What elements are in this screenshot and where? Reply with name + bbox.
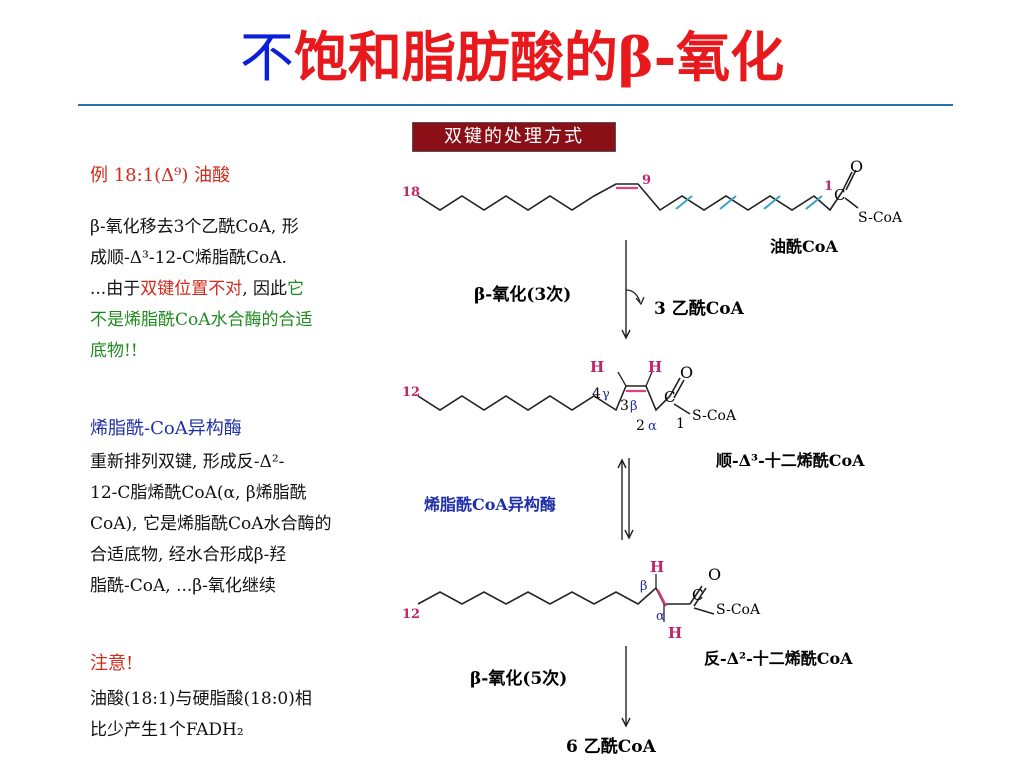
mol2-h1: H [590,358,604,376]
note-heading: 注意! [90,653,134,674]
para1-line2: 成顺-Δ³-12-C烯脂酰CoA. [90,248,287,268]
mol3-double-bond [657,589,667,607]
page-title: 不饱和脂肪酸的β-氧化 [0,22,1024,93]
mol3-c: C [692,586,703,604]
para2-line5: 脂酰-CoA, ...β-氧化继续 [90,576,276,596]
mol2-o: O [680,363,693,382]
step3-label: β-氧化(5次) [470,668,567,689]
step1-product: 3 乙酰CoA [654,298,745,319]
para2: 重新排列双键, 形成反-Δ²- 12-C脂烯酰CoA(α, β烯脂酰 CoA),… [90,447,390,602]
note-line1: 油酸(18:1)与硬脂酸(18:0)相 [90,689,312,709]
para1-line3a: ...由于 [90,279,141,299]
mol1-name: 油酰CoA [770,237,838,256]
note-line2: 比少产生1个FADH₂ [90,720,244,740]
mol3-name: 反-Δ²-十二烯酰CoA [704,649,853,668]
para2-line2: 12-C脂烯酰CoA(α, β烯脂酰 [90,483,307,503]
mol1-cut-marks [675,195,823,210]
mol1-chain [417,183,843,212]
para2-line3: CoA), 它是烯脂酰CoA水合酶的 [90,514,332,534]
step2-label: 烯脂酰CoA异构酶 [424,495,556,514]
mol1-c: C [834,186,845,204]
title-part2: 饱和脂肪酸的β-氧化 [293,25,785,89]
mol2-n2: 2 [636,418,645,434]
mol2-h2: H [648,358,662,376]
note: 油酸(18:1)与硬脂酸(18:0)相 比少产生1个FADH₂ [90,684,390,746]
content-panel [76,110,948,768]
step3-product: 6 乙酰CoA [566,736,657,757]
mol2-n3: 3 [620,398,629,414]
mol2-gamma: γ [602,387,610,402]
para1-line5: 底物!! [90,341,138,361]
mol2-sco: S-CoA [692,408,737,424]
mol2-n4: 4 [592,386,601,402]
title-part1: 不 [239,26,294,89]
para2-line4: 合适底物, 经水合形成β-羟 [90,545,287,565]
para1-line3c: , 因此 [242,279,288,299]
mol3-h2: H [668,624,682,642]
mol1-o: O [850,157,863,176]
molecule-trans-d2: 12 H H β α C O S-CoA 反-Δ²-十二烯酰CoA [402,558,853,668]
mol1-n1: 1 [824,179,833,194]
example-heading: 例 18:1(Δ⁹) 油酸 [90,165,231,186]
mol1-n9: 9 [642,173,651,188]
enzyme-heading: 烯脂酰-CoA异构酶 [90,418,242,439]
mol2-name: 顺-Δ³-十二烯酰CoA [716,451,865,470]
mol3-h1: H [650,558,664,576]
mol3-beta: β [640,579,648,594]
para1: β-氧化移去3个乙酰CoA, 形 成顺-Δ³-12-C烯脂酰CoA. ...由于… [90,212,390,367]
para1-highlight: 双键位置不对 [140,279,243,299]
mol3-o: O [708,565,721,584]
mol2-c: C [664,388,675,406]
mol2-beta: β [630,399,638,414]
banner: 双键的处理方式 [412,122,616,152]
para1-line1: β-氧化移去3个乙酰CoA, 形 [90,217,299,237]
title-divider [78,104,953,106]
para1-line3d: 它 [287,279,305,299]
para1-line4: 不是烯脂酰CoA水合酶的合适 [90,310,313,330]
step1-label: β-氧化(3次) [474,284,571,305]
mol3-chain [417,586,690,605]
mol2-alpha: α [648,419,657,434]
mol2-n12: 12 [402,385,420,400]
para1-line3: ...由于双键位置不对, 因此它 [90,274,390,305]
mol1-sco: S-CoA [858,210,903,226]
mol2-chain [417,385,671,412]
para2-line1: 重新排列双键, 形成反-Δ²- [90,452,285,472]
molecule-oleoyl-coa: 18 9 1 C O S-CoA 油酰CoA [402,157,903,256]
step2-equilibrium-arrow [617,458,634,540]
mol3-alpha: α [656,609,665,624]
molecule-cis-d3: 12 H H 4 γ 3 β 2 α 1 C O S-CoA 顺-Δ³-十二烯酰… [402,358,865,470]
mol2-n1: 1 [676,416,685,432]
mol1-n18: 18 [402,185,420,200]
mol3-n12: 12 [402,607,420,622]
mol3-sco: S-CoA [716,602,761,618]
